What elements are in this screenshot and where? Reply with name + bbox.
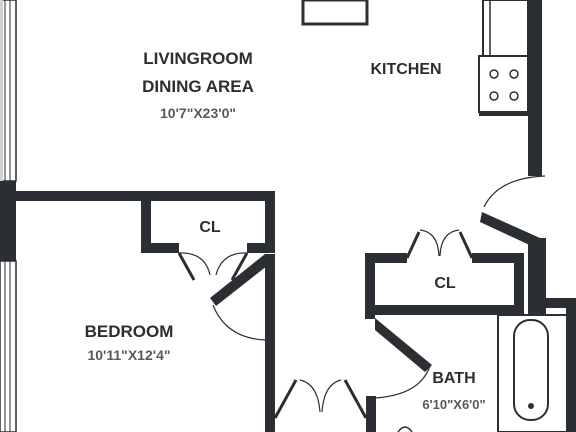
bedroom-dimensions: 10'11"X12'4" [87,347,171,363]
bedroom-closet-label: CL [199,219,221,236]
bedroom-east-wall [265,340,275,432]
living-bedroom-wall [16,191,275,201]
bedroom-door [210,254,275,341]
hall-bottom-doors [273,379,376,432]
left-window [0,0,17,182]
bath-label: BATH [432,370,476,387]
counter-edge [479,112,528,116]
living-room-dimensions: 10'7"X23'0" [160,105,236,121]
kitchen-label: KITCHEN [370,61,442,78]
top-appliance [301,0,369,26]
toilet [397,426,413,432]
hall-closet-label: CL [434,275,456,292]
bedroom-label: BEDROOM [84,322,174,341]
bath-door [374,318,432,399]
living-room-label-line2: DINING AREA [142,77,254,96]
bath-dimensions: 6'10"X6'0" [422,397,486,412]
kitchen-door [480,175,546,248]
kitchen-counter [482,0,529,57]
bedroom-closet-walls [141,201,275,253]
stove [478,55,529,113]
bedroom-window [0,260,17,432]
left-exterior-wall [0,181,16,261]
hall-closet-walls [365,253,524,319]
living-room-label-line1: LIVINGROOM [143,49,253,68]
bathtub [497,308,576,432]
bedroom-closet-doors [177,252,249,281]
hall-closet-doors [405,229,474,259]
